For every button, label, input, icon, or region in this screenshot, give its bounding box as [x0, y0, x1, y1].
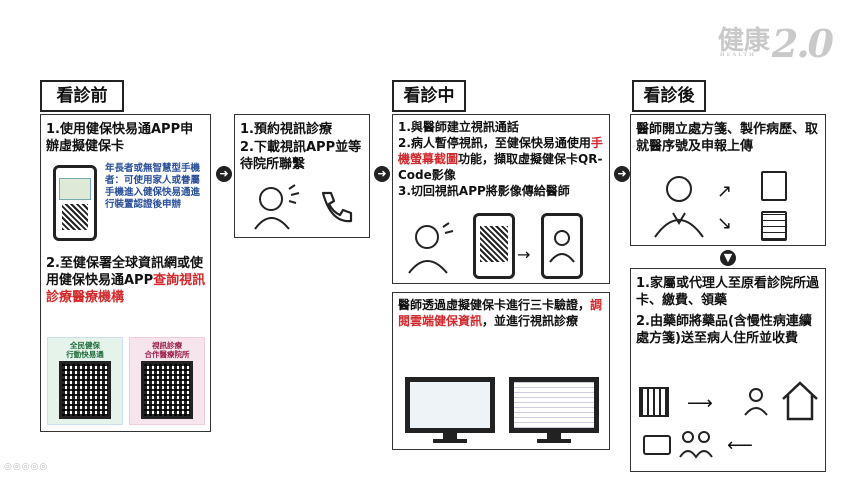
hospital-icon — [639, 387, 669, 417]
phone-virtual-card-icon — [53, 165, 97, 241]
monitor-patient-icon — [405, 377, 495, 433]
stage-after-title: 看診後 — [632, 80, 706, 112]
family-icon — [679, 429, 713, 459]
stage-during-title: 看診中 — [392, 80, 466, 112]
patient-icon — [405, 219, 455, 275]
before-step1: 1.使用健保快易通APP申辦虛擬健保卡 — [46, 122, 194, 154]
before-note: 年長者或無智慧型手機者：可使用家人或眷屬手機進入健保快易通進行裝置認證後申辦 — [105, 163, 201, 210]
qr2-label: 視訊診療 合作醫療院所 — [144, 341, 190, 359]
corner-toolbar-icons: ◎◎◎◎◎ — [4, 462, 49, 472]
stage-after-panel: 醫師開立處方箋、製作病歷、取就醫序號及申報上傳 ↗ ↘ — [630, 114, 826, 246]
arrow-left-icon: ⟵ — [727, 435, 753, 456]
stage-during-panel: 1.與醫師建立視訊通話 2.病人暫停視訊，至健保快易通使用手機螢幕截圖功能，擷取… — [392, 114, 610, 284]
arrow-down-right-icon: ↘ — [717, 213, 733, 234]
prescription-icon — [761, 171, 787, 201]
qr1-code-icon — [59, 361, 111, 419]
stage-prep-panel: 1.預約視訊診療 2.下載視訊APP並等待院所聯繫 — [234, 114, 370, 238]
monitor-base — [433, 439, 467, 443]
stage-before-title: 看診前 — [40, 80, 124, 112]
home-icon — [781, 381, 819, 421]
qr1-label: 全民健保 行動快易通 — [66, 341, 104, 359]
arrow-right-circle-icon: ➜ — [216, 166, 232, 182]
arrow-right-circle-icon: ➜ — [614, 166, 630, 182]
qr2-code-icon — [141, 361, 193, 419]
stage-pickup-panel: 1.家屬或代理人至原看診院所過卡、繳費、領藥 2.由藥師將藥品(含慢性病連續處方… — [630, 268, 826, 472]
pharmacist-icon — [743, 387, 769, 417]
stage-before-panel: 1.使用健保快易通APP申辦虛擬健保卡 年長者或無智慧型手機者：可使用家人或眷屬… — [40, 114, 211, 432]
phone-doctor-icon — [541, 213, 583, 279]
arrow-down-circle-icon: ▼ — [720, 250, 736, 266]
arrow-up-right-icon: ↗ — [717, 181, 733, 202]
arrow-right-circle-icon: ➜ — [374, 166, 390, 182]
monitor-stand — [443, 433, 457, 439]
arrow-right-icon: → — [517, 245, 531, 264]
after-doctor-text: 醫師開立處方箋、製作病歷、取就醫序號及申報上傳 — [636, 122, 819, 154]
phone-qr-icon — [473, 213, 515, 279]
phone-call-icon — [315, 187, 355, 227]
medicine-icon — [643, 435, 671, 455]
monitor-records-icon — [509, 377, 599, 433]
before-step2: 2.至健保署全球資訊網或使用健保快易通APP查詢視訊診療醫療機構 — [46, 256, 206, 305]
prep-step1: 1.預約視訊診療 — [240, 122, 332, 137]
monitor-stand — [547, 433, 561, 439]
prep-step2: 2.下載視訊APP並等待院所聯繫 — [240, 140, 362, 172]
during-step1: 1.與醫師建立視訊通話 — [398, 120, 519, 134]
health20-logo: 健康2.0 HEALTH — [717, 21, 834, 66]
monitor-base — [537, 439, 571, 443]
stage-verify-panel: 醫師透過虛擬健保卡進行三卡驗證，調閱雲端健保資訊，並進行視訊診療 — [392, 292, 610, 450]
after-step1: 1.家屬或代理人至原看診院所過卡、繳費、領藥 — [636, 276, 819, 308]
clipboard-icon — [761, 211, 787, 241]
doctor-icon — [651, 173, 707, 239]
arrow-right-icon: ⟶ — [687, 393, 713, 414]
verify-text: 醫師透過虛擬健保卡進行三卡驗證，調閱雲端健保資訊，並進行視訊診療 — [398, 298, 603, 328]
waiting-patient-icon — [249, 183, 305, 231]
during-step2: 2.病人暫停視訊，至健保快易通使用手機螢幕截圖功能，擷取虛擬健保卡QR-Code… — [398, 136, 603, 182]
after-step2: 2.由藥師將藥品(含慢性病連續處方箋)送至病人住所並收費 — [636, 314, 812, 346]
during-step3: 3.切回視訊APP將影像傳給醫師 — [398, 184, 570, 198]
